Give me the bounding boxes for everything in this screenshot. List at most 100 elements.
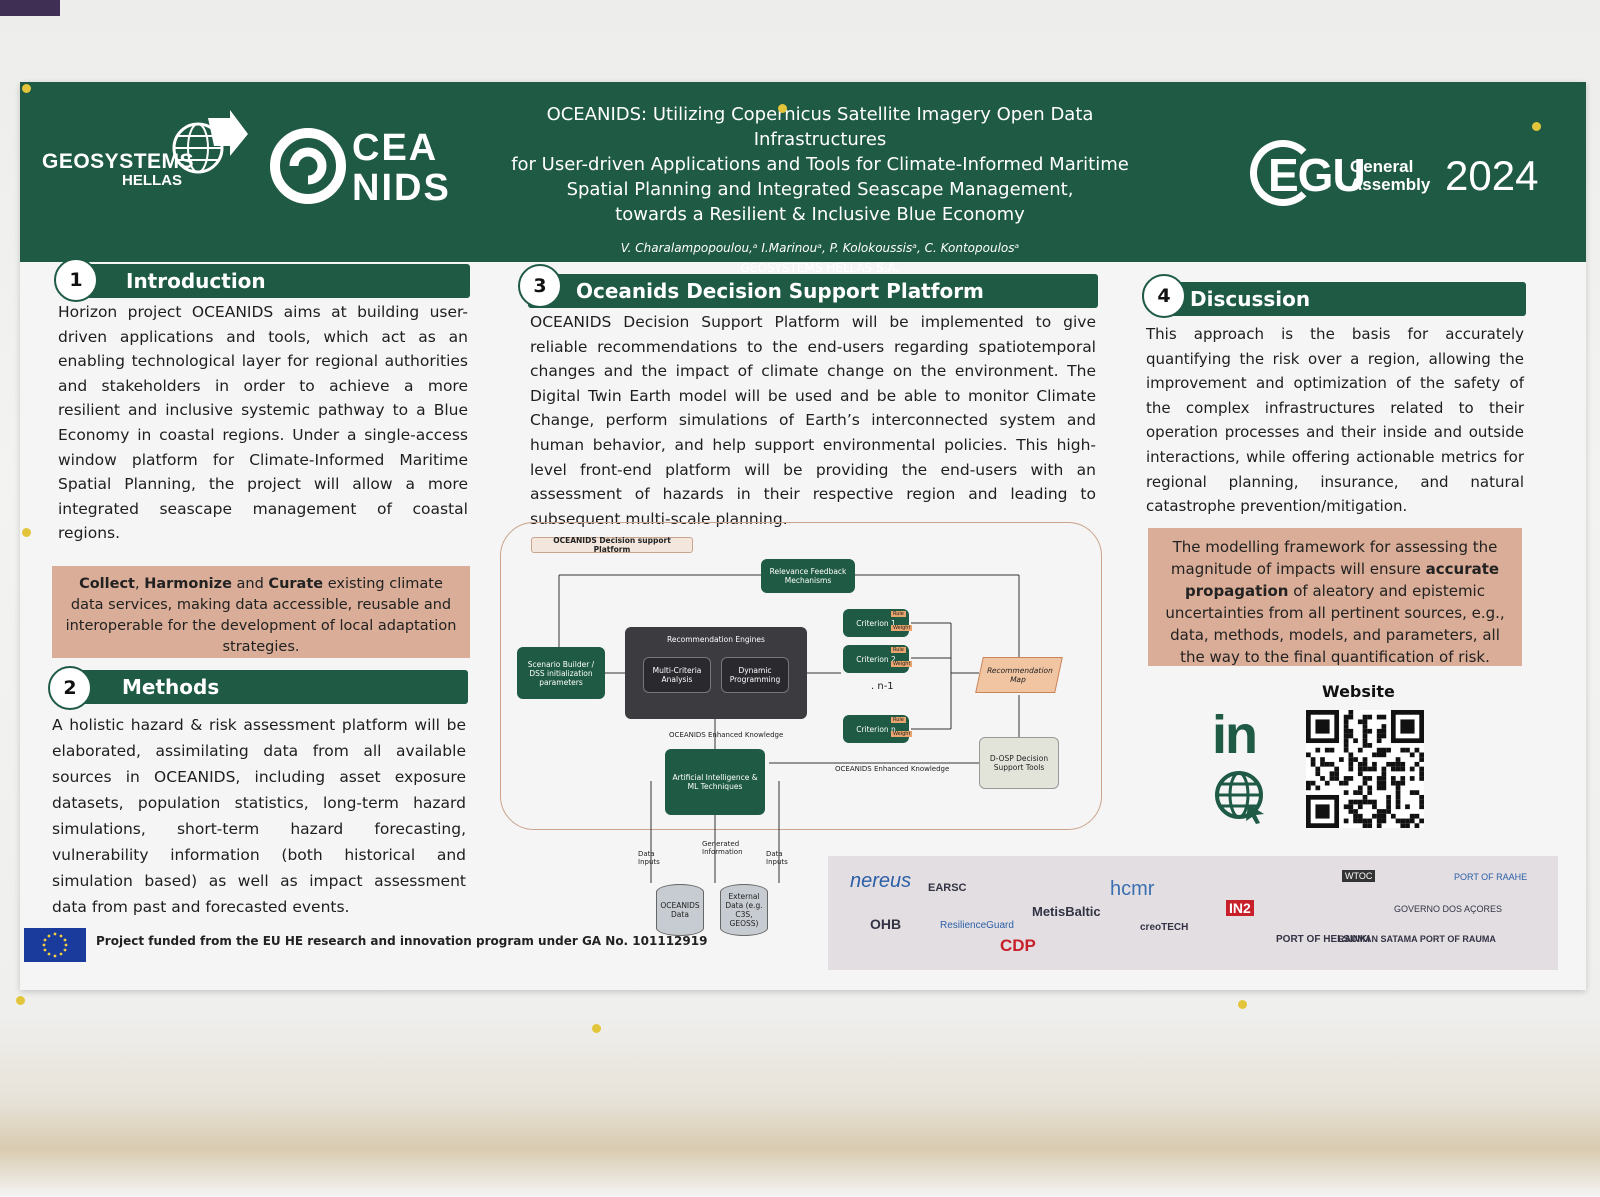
dosp-box: D-OSP Decision Support Tools (979, 737, 1059, 789)
partner-hcmr: hcmr (1110, 878, 1155, 900)
discussion-text: This approach is the basis for accuratel… (1146, 325, 1524, 516)
oceanids-logo: CEA NIDS (268, 124, 458, 214)
partner-port-raahe: PORT OF RAAHE (1454, 872, 1528, 882)
platform-title: Oceanids Decision Support Platform (576, 279, 984, 303)
dynamic-programming-box: Dynamic Programming (721, 657, 789, 693)
decision-support-diagram: OCEANIDS Decision support Platform Relev… (500, 522, 1102, 883)
globe-icon[interactable] (1214, 770, 1268, 824)
weight-tag-2: Weight (891, 661, 913, 667)
introduction-title: Introduction (126, 269, 266, 293)
eu-stars-icon (42, 932, 68, 958)
highlight-rest: existing climate data services, making d… (65, 576, 457, 655)
pin (592, 1024, 601, 1033)
pin (1238, 1000, 1247, 1009)
criterion-n-box: Criterion n (843, 715, 909, 743)
corner-sticker (0, 0, 60, 16)
platform-text: OCEANIDS Decision Support Platform will … (530, 313, 1096, 528)
partner-wtoc: WTOC (1342, 870, 1376, 882)
discussion-highlight-bold: accurate propagation (1185, 560, 1500, 600)
scenario-builder-box: Scenario Builder / DSS initialization pa… (517, 647, 605, 699)
egu-year: 2024 (1445, 152, 1539, 199)
data-inputs-label-left: Data Inputs (638, 850, 660, 866)
funding-statement: Project funded from the EU HE research a… (96, 934, 708, 948)
relevance-feedback-box: Relevance Feedback Mechanisms (761, 559, 855, 593)
globe-arrow-icon (172, 110, 248, 174)
partner-governo-acores: GOVERNO DOS AÇORES (1394, 904, 1503, 914)
criteria-ellipsis: . n-1 (871, 681, 894, 692)
poster-title-line-3: Spatial Planning and Integrated Seascape… (566, 179, 1074, 200)
platform-heading: Oceanids Decision Support Platform (528, 274, 1098, 308)
introduction-number: 1 (54, 258, 98, 302)
ai-ml-box: Artificial Intelligence & ML Techniques (665, 749, 765, 815)
egu-general-assembly: General Assembly (1350, 158, 1430, 194)
egu-text: EGU (1268, 149, 1366, 201)
highlight-sep-2: and (231, 576, 269, 592)
rule-tag-2: Rule (891, 647, 906, 653)
partner-ohb: OHB (870, 916, 902, 932)
oceanids-data-cylinder: OCEANIDS Data (656, 884, 704, 936)
partner-earsc: EARSC (928, 882, 967, 894)
weight-tag-1: Weight (891, 625, 913, 631)
data-inputs-label-right: Data Inputs (766, 850, 788, 866)
highlight-collect: Collect (79, 576, 135, 592)
introduction-highlight: Collect, Harmonize and Curate existing c… (52, 566, 470, 658)
methods-number: 2 (48, 666, 92, 710)
eu-flag (24, 928, 86, 962)
methods-title: Methods (122, 675, 220, 699)
website-qr-code[interactable] (1306, 710, 1424, 828)
website-label: Website (1322, 682, 1395, 701)
engines-label: Recommendation Engines (667, 635, 765, 644)
poster: GEOSYSTEMS HELLAS CEA NIDS OCEANIDS: Uti… (20, 82, 1586, 990)
partner-port-helsinki: PORT OF HELSINKI (1276, 934, 1370, 945)
weight-tag-n: Weight (891, 731, 913, 737)
discussion-title: Discussion (1190, 287, 1311, 311)
oceanids-line2: NIDS (352, 167, 451, 209)
discussion-heading: Discussion (1156, 282, 1526, 316)
partner-port-rauma: RAUMAN SATAMA PORT OF RAUMA (1338, 934, 1496, 944)
partner-cdp: CDP (1000, 936, 1036, 955)
partner-nereus: nereus (850, 870, 912, 892)
pin (778, 104, 787, 113)
partner-in2: IN2 (1226, 900, 1254, 916)
multi-criteria-box: Multi-Criteria Analysis (643, 657, 711, 693)
introduction-text: Horizon project OCEANIDS aims at buildin… (58, 303, 468, 543)
poster-title-line-1: OCEANIDS: Utilizing Copernicus Satellite… (546, 104, 1094, 150)
oceanids-swirl-icon (270, 128, 346, 204)
rule-tag-1: Rule (891, 611, 906, 617)
egu-assembly: Assembly (1350, 175, 1431, 194)
egu-general: General (1350, 157, 1414, 176)
recommendation-map-box: Recommendation Map (975, 657, 1063, 693)
rule-tag-n: Rule (891, 717, 906, 723)
highlight-curate: Curate (268, 576, 324, 592)
methods-text: A holistic hazard & risk assessment plat… (52, 716, 466, 916)
pin (22, 84, 31, 93)
highlight-harmonize: Harmonize (144, 576, 232, 592)
organization: GEOSYSTEMS HELLAS S.A. (740, 261, 900, 275)
discussion-highlight-pre: The modelling framework for assessing th… (1170, 538, 1498, 578)
poster-title-block: OCEANIDS: Utilizing Copernicus Satellite… (480, 102, 1160, 275)
partner-metisbaltic: MetisBaltic (1032, 904, 1101, 919)
external-data-cylinder: External Data (e.g. C3S, GEOSS) (720, 884, 768, 936)
discussion-highlight-post: of aleatory and epistemic uncertainties … (1165, 582, 1505, 666)
poster-title-line-4: towards a Resilient & Inclusive Blue Eco… (615, 204, 1025, 225)
oceanids-line1: CEA (352, 127, 439, 169)
pin (22, 528, 31, 537)
introduction-heading: Introduction (70, 264, 470, 298)
platform-number: 3 (518, 264, 562, 308)
generated-info-label: Generated Information (702, 840, 743, 856)
poster-title-line-2: for User-driven Applications and Tools f… (511, 154, 1129, 175)
highlight-sep-1: , (134, 576, 145, 592)
discussion-highlight: The modelling framework for assessing th… (1148, 528, 1522, 666)
egu-logo: EGU General Assembly 2024 (1250, 132, 1570, 222)
pin (1532, 122, 1541, 131)
linkedin-icon[interactable]: in (1212, 705, 1258, 765)
pin (16, 996, 25, 1005)
hellas-text: HELLAS (122, 172, 182, 189)
geosystems-hellas-logo: GEOSYSTEMS HELLAS (40, 110, 250, 190)
egu-ring-icon (1250, 140, 1316, 206)
discussion-number: 4 (1142, 274, 1186, 318)
diagram-title: OCEANIDS Decision support Platform (531, 536, 693, 554)
partner-logos-strip: nereus EARSC hcmr OHB ResilienceGuard Me… (828, 856, 1558, 970)
poster-header: GEOSYSTEMS HELLAS CEA NIDS OCEANIDS: Uti… (20, 82, 1586, 275)
knowledge-label-1: OCEANIDS Enhanced Knowledge (669, 731, 784, 739)
